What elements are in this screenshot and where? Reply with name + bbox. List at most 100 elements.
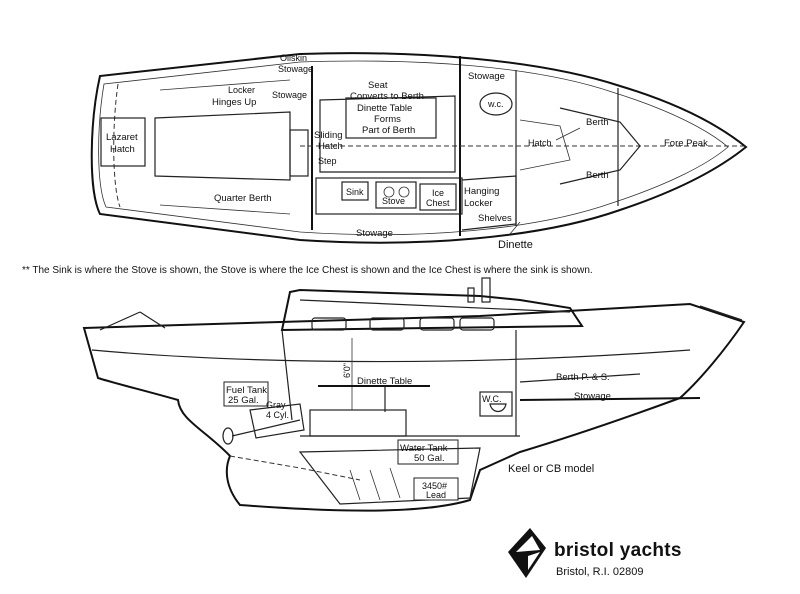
hatch-fwd-label: Hatch xyxy=(528,138,552,148)
propeller xyxy=(222,427,234,445)
stove-box xyxy=(375,181,417,209)
stern-pulpit xyxy=(99,311,166,331)
sliding-hatch-label-1: Sliding xyxy=(314,130,343,141)
engine-label-1: Gray xyxy=(266,400,286,410)
lazaret-label-1: Lazaret xyxy=(106,132,138,143)
hanging-locker-outline xyxy=(461,175,517,231)
sliding-hatch-box xyxy=(289,129,309,177)
vberth-outline xyxy=(559,107,641,185)
wc-profile-label: W.C. xyxy=(482,394,502,404)
shelves-label: Shelves xyxy=(478,213,512,224)
engine-block xyxy=(249,403,305,439)
brand-address: Bristol, R.I. 02809 xyxy=(556,566,643,578)
plan-inner-sheer xyxy=(98,60,729,236)
dinette-table-profile-label: Dinette Table xyxy=(357,376,412,387)
plan-view xyxy=(90,52,748,244)
fore-peak-label: Fore Peak xyxy=(664,138,708,149)
boot-stripe xyxy=(519,397,701,401)
fuel-tank-label-2: 25 Gal. xyxy=(228,395,259,406)
stowage-bottom-label: Stowage xyxy=(356,228,393,239)
hanging-locker-label-1: Hanging xyxy=(464,186,499,197)
engine-label-2: 4 Cyl. xyxy=(266,410,289,420)
stowage-left-label: Stowage xyxy=(272,90,307,100)
berth-ps-label: Berth P. & S. xyxy=(556,372,610,383)
dinette-table-label-3: Part of Berth xyxy=(362,125,415,136)
ice-chest-box xyxy=(419,183,457,211)
cockpit-seats xyxy=(159,79,291,215)
wc-plan-label: w.c. xyxy=(487,99,504,109)
leader-hatch xyxy=(555,127,581,141)
mast-stub xyxy=(481,277,491,303)
dinette-table-box xyxy=(345,97,437,139)
berth-line xyxy=(519,373,641,383)
lead-box xyxy=(413,477,459,501)
lazaret-hatch-box xyxy=(100,117,146,167)
seat-label-1: Seat xyxy=(368,80,388,91)
water-tank-label-2: 50 Gal. xyxy=(414,453,445,464)
stove-label: Stove xyxy=(382,196,405,206)
hanging-locker-label-2: Locker xyxy=(464,198,493,209)
berth-lower-label: Berth xyxy=(586,170,609,181)
ice-chest-label-2: Chest xyxy=(426,198,450,208)
locker-label-1: Locker xyxy=(228,85,255,95)
sliding-hatch-label-2: Hatch xyxy=(318,141,343,152)
fuel-tank-box xyxy=(223,381,269,407)
locker-label-2: Hinges Up xyxy=(212,97,256,108)
portlight-2 xyxy=(369,317,405,331)
dinette-label: Dinette xyxy=(498,239,533,251)
step-label: Step xyxy=(318,156,337,166)
portlight-1 xyxy=(311,317,347,331)
water-tank-label-1: Water Tank xyxy=(400,443,448,454)
headroom-label: 6'0" xyxy=(342,363,352,378)
dinette-table-label-2: Forms xyxy=(374,114,401,125)
plan-hull-outline xyxy=(90,52,748,244)
keel-dashed xyxy=(229,455,361,481)
plan-labels: Oilskin Stowage Stowage Stowage Seat Con… xyxy=(106,53,708,251)
keel-model-label: Keel or CB model xyxy=(508,463,594,475)
lead-label-1: 3450# xyxy=(422,481,447,491)
sheer-stripe xyxy=(91,349,691,363)
cabin-roof-line xyxy=(299,299,571,313)
dinette-table-label-1: Dinette Table xyxy=(357,103,412,114)
settee-profile xyxy=(309,409,407,437)
burner-2 xyxy=(398,186,410,198)
bow-pulpit xyxy=(699,305,743,321)
water-tank-box xyxy=(397,439,459,465)
oilskin-label-2: Stowage xyxy=(278,64,313,74)
burner-1 xyxy=(383,186,395,198)
settee-outline xyxy=(319,95,456,173)
wc-box xyxy=(479,391,513,417)
profile-toilet xyxy=(489,403,507,413)
fuel-tank-label-1: Fuel Tank xyxy=(226,385,267,396)
galley-counter xyxy=(315,177,463,215)
lead-label-2: Lead xyxy=(426,490,446,500)
profile-labels: 6'0" Dinette Table Berth P. & S. Stowage… xyxy=(226,363,611,500)
plan-toilet xyxy=(479,92,513,116)
brand-block: bristol yachts Bristol, R.I. 02809 xyxy=(508,528,682,578)
vent-stub xyxy=(467,287,475,303)
prop-shaft xyxy=(231,419,301,437)
layout-note: ** The Sink is where the Stove is shown,… xyxy=(22,265,593,276)
leader-dinette xyxy=(509,221,521,235)
lazaret-label-2: Hatch xyxy=(110,144,135,155)
profile-view xyxy=(82,277,746,512)
profile-hull-outline xyxy=(82,302,746,512)
cockpit-outline xyxy=(154,111,291,181)
head-partition xyxy=(519,119,571,171)
bristol-logo-icon xyxy=(508,528,546,578)
berth-upper-label: Berth xyxy=(586,117,609,128)
stowage-profile-label: Stowage xyxy=(574,391,611,402)
brand-name: bristol yachts xyxy=(554,540,682,561)
keel-hatching xyxy=(349,467,401,501)
stowage-top-label: Stowage xyxy=(468,71,505,82)
plan-transom-dash xyxy=(113,83,121,208)
ice-chest-label-1: Ice xyxy=(432,188,444,198)
portlight-3 xyxy=(419,317,455,331)
oilskin-label-1: Oilskin xyxy=(280,53,307,63)
sink-box xyxy=(341,181,369,201)
seat-label-2: Converts to Berth xyxy=(350,91,424,102)
cabin-house xyxy=(280,288,584,332)
sink-label: Sink xyxy=(346,187,364,197)
keel-outline xyxy=(298,447,481,505)
